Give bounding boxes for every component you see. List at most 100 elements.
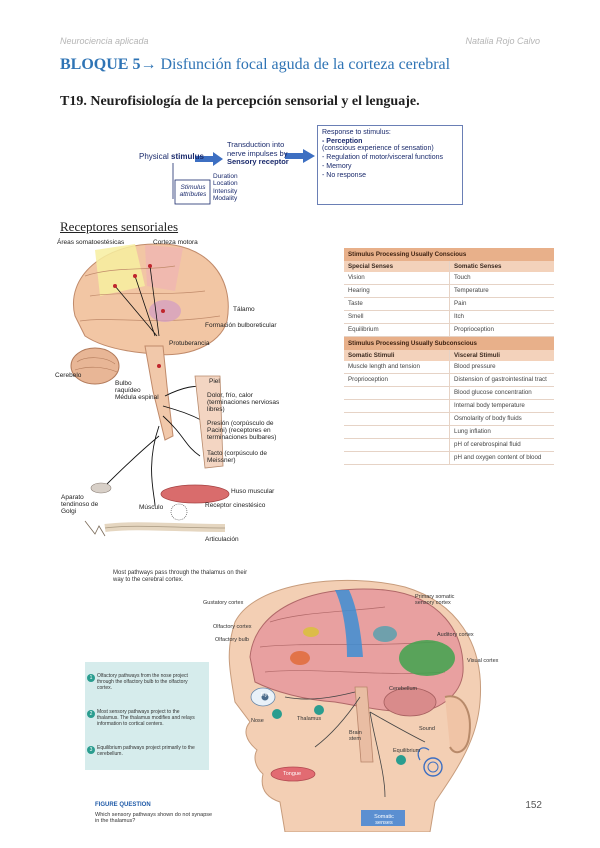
sensory-flowchart: Physical stimulus Transduction into nerv… (135, 125, 465, 217)
table-cell: Blood pressure (449, 361, 554, 374)
stimulus-table: Stimulus Processing Usually Conscious Sp… (344, 248, 554, 466)
label-presion: Presión (corpúsculo de Pacini) (receptor… (207, 420, 277, 442)
response-perception: - Perception (322, 138, 363, 145)
label-eye: Eye (261, 692, 271, 698)
label-tacto: Tacto (corpúsculo de Meissner) (207, 450, 267, 465)
receptors-illustration (70, 243, 230, 537)
table-cell: Proprioception (449, 324, 554, 337)
page-number: 152 (525, 800, 542, 811)
step-text: Most sensory pathways project to the tha… (97, 709, 195, 727)
step-number: 2 (87, 710, 95, 718)
table-cell: Pain (449, 298, 554, 311)
table-cell: Distension of gastrointestinal tract (449, 374, 554, 387)
physical-label: Physical (139, 152, 169, 161)
flowchart-arrows (172, 149, 315, 205)
stimulus-label: stimulus (171, 152, 204, 161)
header-course: Neurociencia aplicada (60, 36, 149, 46)
label-medula: Médula espinal (115, 394, 159, 401)
table-row: Blood glucose concentration (344, 387, 554, 401)
attr-location: Location (213, 180, 238, 188)
response-title: Response to stimulus: (322, 129, 391, 136)
table-row: Osmolarity of body fluids (344, 413, 554, 427)
label-talamo: Tálamo (233, 306, 255, 313)
label-corteza-motora: Corteza motora (153, 239, 198, 246)
label-equilibrium: Equilibrium (393, 748, 421, 754)
table-cell: Smell (348, 313, 364, 321)
table-cell (344, 439, 449, 451)
table-cell: Internal body temperature (449, 400, 554, 413)
table-cell: Blood glucose concentration (449, 387, 554, 400)
response-none: - No response (322, 172, 366, 179)
table-cell: Osmolarity of body fluids (449, 413, 554, 426)
table-cell (344, 387, 449, 399)
label-somatic-senses: Somatic senses (374, 814, 394, 827)
step-text: Olfactory pathways from the nose project… (97, 673, 188, 691)
table-cell: pH and oxygen content of blood (449, 452, 554, 465)
table-row: Taste Pain (344, 298, 554, 312)
bloque-label: BLOQUE 5 (60, 56, 141, 73)
col-special-senses: Special Senses (348, 263, 394, 270)
label-areas-somatoestesicas: Áreas somatoestésicas (57, 239, 125, 246)
table-cell: Proprioception (348, 376, 388, 384)
stimulus-attributes-box: Stimulus attributes (179, 184, 207, 199)
step-2: 2 Most sensory pathways project to the t… (87, 709, 201, 727)
pathway-steps-panel: 1 Olfactory pathways from the nose proje… (85, 662, 209, 770)
label-protuberancia: Protuberancia (169, 340, 210, 347)
table-row: Internal body temperature (344, 400, 554, 414)
receptors-figure: Áreas somatoestésicas Corteza motora Tál… (55, 236, 287, 548)
table-row: Proprioception Distension of gastrointest… (344, 374, 554, 388)
table-row: Lung inflation (344, 426, 554, 440)
label-musculo: Músculo (139, 504, 164, 511)
label-olfactory-cortex: Olfactory cortex (213, 624, 252, 630)
step-number: 1 (87, 674, 95, 682)
table-cell: Vision (348, 274, 365, 282)
figure-question-text: Which sensory pathways shown do not syna… (95, 812, 213, 825)
pathways-caption: Most pathways pass through the thalamus … (113, 570, 248, 583)
attr-modality: Modality (213, 195, 238, 203)
table-row: pH of cerebrospinal fluid (344, 439, 554, 453)
label-nose: Nose (251, 718, 264, 724)
receptores-heading: Receptores sensoriales (60, 219, 179, 234)
table-cell: Hearing (348, 287, 370, 295)
pathways-illustration (228, 579, 482, 832)
figure-question-title: FIGURE QUESTION (95, 802, 151, 808)
table-row: pH and oxygen content of blood (344, 452, 554, 466)
table-row: Muscle length and tension Blood pressure (344, 361, 554, 375)
topic-title: T19. Neurofisiología de la percepción se… (60, 94, 420, 109)
transduction-line-2: nerve impulses by (227, 148, 288, 158)
response-regulation: - Regulation of motor/visceral functions (322, 154, 443, 161)
response-box: Response to stimulus: - Perception (cons… (317, 125, 463, 205)
subconscious-heading: Stimulus Processing Usually Subconscious (344, 337, 554, 351)
step-3: 3 Equilibrium pathways project primarily… (87, 745, 201, 758)
pathways-figure: Most pathways pass through the thalamus … (85, 562, 515, 832)
label-aparato: Aparato tendinoso de Golgi (61, 494, 99, 516)
col-visceral-stimuli: Visceral Stimuli (449, 350, 554, 362)
label-auditory-cortex: Auditory cortex (437, 632, 474, 638)
response-memory: - Memory (322, 163, 352, 170)
label-gustatory-cortex: Gustatory cortex (203, 600, 244, 606)
col-somatic-senses: Somatic Senses (449, 261, 554, 273)
table-cell (344, 426, 449, 438)
label-cerebellum: Cerebellum (389, 686, 418, 692)
conscious-col-header: Special Senses Somatic Senses (344, 261, 554, 273)
bloque-title: Disfunción focal aguda de la corteza cer… (160, 56, 451, 73)
label-tongue: Tongue (283, 771, 302, 777)
step-text: Equilibrium pathways project primarily t… (97, 745, 195, 757)
label-visual-cortex: Visual cortex (467, 658, 499, 664)
arrow-icon: → (140, 56, 157, 73)
label-formacion: Formación bulboreticular (205, 322, 277, 329)
table-cell: Taste (348, 300, 363, 308)
conscious-heading: Stimulus Processing Usually Conscious (344, 248, 554, 261)
section-title: BLOQUE 5→ Disfunción focal aguda de la c… (60, 56, 450, 74)
label-bulbo: Bulbo raquídeo (115, 380, 141, 395)
attr-duration: Duration (213, 173, 238, 180)
table-cell (344, 400, 449, 412)
table-cell: Muscle length and tension (348, 363, 420, 371)
header-author: Natalia Rojo Calvo (465, 36, 540, 46)
label-olfactory-bulb: Olfactory bulb (215, 637, 249, 643)
subconscious-col-header: Somatic Stimuli Visceral Stimuli (344, 350, 554, 362)
